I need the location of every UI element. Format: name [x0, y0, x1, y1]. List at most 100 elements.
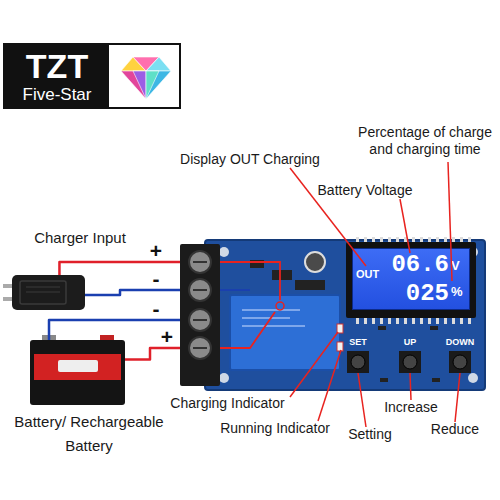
lcd-voltage: 06.6: [385, 251, 449, 279]
illustration-part: [380, 378, 388, 382]
lcd-pin: [428, 318, 431, 324]
button-label: DOWN: [443, 337, 477, 347]
wire-connector: [85, 290, 180, 295]
polarity-label: +: [147, 240, 165, 261]
led-indicator: [337, 324, 343, 333]
lcd-pin: [444, 237, 447, 242]
pcb-board: [205, 240, 485, 390]
charger-face: [20, 281, 66, 304]
lcd-unit: %: [451, 285, 469, 300]
lcd-pin: [420, 237, 423, 242]
illustration-part: [347, 351, 369, 373]
charger-module-board: SET UP DOWN OUT06.6V025%: [180, 240, 485, 390]
illustration-part: [26, 292, 60, 293]
illustration-part: [430, 326, 438, 330]
callout-label: Reduce: [425, 421, 485, 438]
illustration-part: [432, 378, 440, 382]
capacitor: [305, 252, 325, 272]
mount-hole: [219, 373, 229, 383]
lcd-status: OUT: [356, 268, 386, 281]
polarity-label: -: [147, 298, 165, 319]
relay: [230, 295, 340, 370]
illustration-part: [351, 355, 365, 369]
lcd-pin: [364, 237, 367, 242]
illustration-part: [378, 326, 386, 330]
brand-subtitle: Five-Star: [5, 85, 109, 105]
lcd-pin: [412, 237, 415, 242]
lcd-pin: [396, 237, 399, 242]
logo-black-panel: [5, 45, 109, 107]
leader-line: [358, 373, 366, 427]
battery: Battery/ Rechargeable Battery: [30, 340, 125, 405]
battery-label: [34, 354, 121, 380]
mount-hole: [219, 247, 229, 257]
brand-name: TZT: [5, 47, 109, 86]
illustration-part: [189, 337, 211, 359]
leader-line: [455, 373, 460, 422]
lcd-pin: [452, 318, 455, 324]
lcd-pin: [468, 318, 471, 324]
lcd-pin: [404, 237, 407, 242]
lcd-pin: [388, 237, 391, 242]
lcd-pin: [444, 318, 447, 324]
lcd-pin: [380, 318, 383, 324]
part-label: Charger Input: [20, 229, 140, 246]
illustration-part: [146, 71, 159, 99]
lcd-pin: [436, 237, 439, 242]
lcd-pin: [420, 318, 423, 324]
gem-icon: [121, 57, 171, 99]
callout-label: Battery Voltage: [310, 182, 420, 199]
part-label: Battery/ Rechargeable Battery: [14, 410, 164, 458]
leader-line: [410, 373, 411, 400]
lcd-unit: V: [451, 259, 467, 274]
lcd-pin: [460, 318, 463, 324]
lcd-pin: [372, 237, 375, 242]
lcd-pin: [460, 237, 463, 242]
illustration-part: [189, 279, 211, 301]
wire-connector: [125, 348, 180, 360]
brand-logo: TZTFive-Star: [3, 43, 181, 109]
smd-part: [272, 270, 292, 280]
illustration-part: [193, 289, 207, 291]
illustration-part: [193, 319, 207, 321]
leader-line: [400, 199, 410, 253]
charger-adapter: Charger Input: [12, 275, 85, 310]
wire-connector: [59, 262, 180, 275]
battery-label-inner: [58, 360, 98, 372]
lcd-display: OUT06.6V025%: [352, 248, 470, 310]
callout-label: Display OUT Charging: [170, 151, 330, 168]
trace-positive: [220, 312, 275, 348]
relay-marking: [242, 310, 305, 326]
lcd-pin: [452, 237, 455, 242]
illustration-part: [242, 317, 290, 318]
terminal-block: [180, 244, 220, 386]
led-indicator: [337, 342, 343, 351]
switch-symbol: [276, 302, 284, 310]
illustration-part: [121, 71, 146, 99]
illustration-part: [133, 71, 146, 99]
illustration-part: [242, 309, 300, 310]
smd-resistors: [378, 326, 440, 382]
lcd-pin: [428, 237, 431, 242]
callout-label: Increase: [380, 399, 442, 416]
charger-art: [12, 275, 85, 310]
lcd-percent: 025: [385, 280, 449, 308]
lcd-pin: [372, 318, 375, 324]
lcd-frame: [346, 242, 476, 318]
button-label: UP: [396, 337, 424, 347]
lcd-pin: [364, 318, 367, 324]
illustration-part: [26, 287, 60, 288]
lcd-pin: [380, 237, 383, 242]
illustration-part: [193, 347, 207, 349]
illustration-part: [403, 355, 417, 369]
button-label: SET: [344, 337, 372, 347]
lcd-pin: [356, 237, 359, 242]
plug-prong: [3, 284, 12, 288]
illustration-part: [449, 351, 471, 373]
illustration-part: [146, 71, 171, 99]
leader-line: [448, 162, 452, 281]
leader-line: [290, 332, 338, 397]
lcd-pin: [404, 318, 407, 324]
illustration-part: [146, 57, 171, 71]
